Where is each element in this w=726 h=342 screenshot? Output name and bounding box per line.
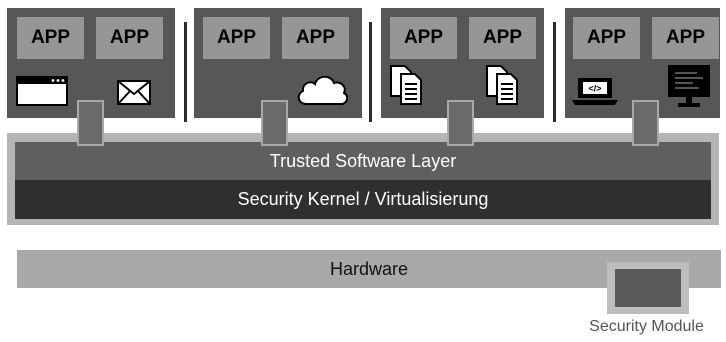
security-module-label: Security Module xyxy=(589,318,704,335)
security-module-chip xyxy=(615,269,681,307)
compartment-connector xyxy=(77,100,104,146)
compartment-connector xyxy=(261,100,288,146)
app-badge: APP xyxy=(652,17,719,59)
compartment-connector xyxy=(632,100,659,146)
compartment-4: APP APP </> xyxy=(565,8,720,118)
compartment-divider xyxy=(553,22,556,122)
compartment-connector xyxy=(447,100,474,146)
documents-icon xyxy=(390,65,422,105)
trusted-software-layer-label: Trusted Software Layer xyxy=(269,150,457,171)
compartment-1: APP APP xyxy=(7,8,175,118)
hardware-layer: Hardware xyxy=(17,250,721,288)
browser-window-icon xyxy=(16,76,68,106)
security-module xyxy=(607,262,689,314)
app-badge: APP xyxy=(469,17,536,59)
documents-icon xyxy=(486,65,518,105)
envelope-icon xyxy=(117,80,151,105)
trusted-software-layer: Trusted Software Layer xyxy=(15,142,711,180)
hardware-label: Hardware xyxy=(329,258,409,279)
monitor-icon xyxy=(668,65,710,107)
svg-text:</>: </> xyxy=(588,84,601,94)
compartment-divider xyxy=(184,22,187,122)
app-badge: APP xyxy=(203,17,270,59)
app-badge: APP xyxy=(282,17,349,59)
app-badge: APP xyxy=(573,17,640,59)
compartment-divider xyxy=(369,22,372,122)
app-badge: APP xyxy=(390,17,457,59)
security-kernel-layer: Security Kernel / Virtualisierung xyxy=(15,180,711,219)
security-kernel-label: Security Kernel / Virtualisierung xyxy=(237,189,489,209)
compartment-2: APP APP xyxy=(194,8,362,118)
app-badge: APP xyxy=(96,17,163,59)
compartment-3: APP APP xyxy=(381,8,544,118)
app-badge: APP xyxy=(17,17,84,59)
laptop-code-icon: </> xyxy=(572,78,618,105)
cloud-icon xyxy=(297,75,349,106)
